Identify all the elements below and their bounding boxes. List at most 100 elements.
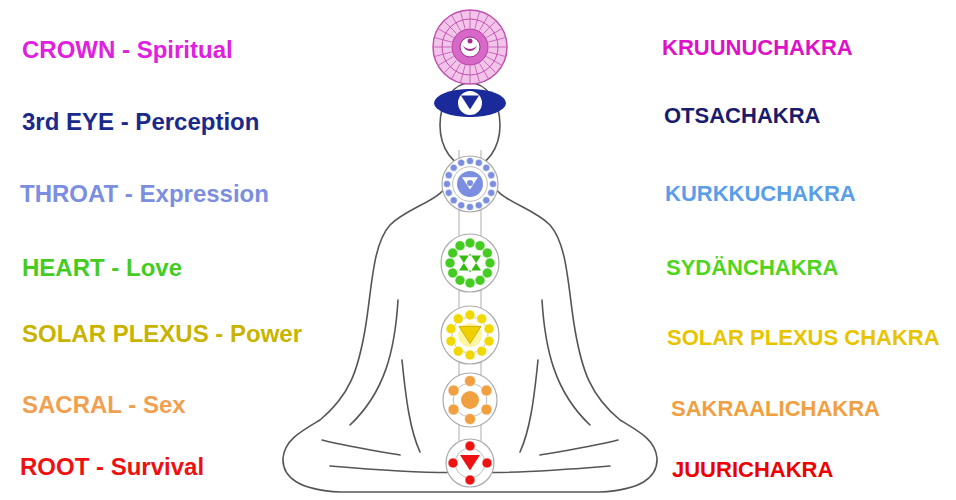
- chakra-frame: [442, 156, 498, 212]
- chakra-label: SACRAL - Sex: [22, 391, 186, 419]
- heart-petal: [465, 238, 475, 248]
- crown-dot: [468, 39, 473, 44]
- chakra-label: CROWN - Spiritual: [22, 36, 233, 64]
- chakra-frame: [441, 306, 499, 364]
- sacral-petal: [465, 414, 476, 425]
- heart-petal: [455, 275, 465, 285]
- throat-petal: [445, 172, 452, 179]
- crown-chakra-symbol: [433, 10, 507, 84]
- crown-spoke: [486, 29, 501, 38]
- chakra-label: 3rd EYE - Perception: [22, 108, 259, 136]
- solar-triangle: [459, 326, 481, 343]
- chakra-inner-frame: [452, 245, 488, 281]
- chakra-label: THROAT - Expression: [20, 180, 269, 208]
- throat-petal: [483, 197, 490, 204]
- throat-petal: [458, 202, 465, 209]
- throat-petal: [466, 203, 473, 210]
- chakra-inner-frame: [453, 167, 488, 202]
- heart-chakra-symbol: [441, 234, 499, 292]
- right-hand: [540, 440, 618, 455]
- chakra-label: SYDÄNCHAKRA: [666, 255, 838, 280]
- root-petal: [465, 441, 475, 451]
- solar-petal: [484, 336, 494, 346]
- solar-petal: [446, 336, 456, 346]
- left-waist: [402, 360, 420, 452]
- heart-petal: [482, 248, 492, 258]
- chakra-inner-frame: [455, 448, 485, 478]
- sacral-petal: [481, 385, 492, 396]
- body-outline: [283, 176, 657, 492]
- throat-petal: [488, 172, 495, 179]
- throat-petal: [443, 180, 450, 187]
- solar-petal: [453, 346, 463, 356]
- throat-petal: [450, 164, 457, 171]
- crown-crescent: [463, 44, 477, 51]
- root-petal: [465, 475, 475, 485]
- sacral-petal: [465, 376, 476, 387]
- root-petal: [482, 458, 492, 468]
- third-eye-triangle: [461, 96, 479, 110]
- sacral-chakra-symbol: [443, 373, 497, 427]
- left-inner-arm: [350, 300, 398, 425]
- crown-core: [460, 37, 480, 57]
- heart-petal: [448, 268, 458, 278]
- chakra-label: JUURICHAKRA: [672, 457, 833, 482]
- root-triangle: [460, 455, 480, 471]
- sacral-petal: [481, 404, 492, 415]
- solar-petal: [477, 346, 487, 356]
- solar-center: [458, 323, 482, 347]
- chakra-label: KRUUNUCHAKRA: [662, 35, 853, 60]
- chakra-label: KURKKUCHAKRA: [665, 181, 856, 206]
- sacral-petal: [448, 404, 459, 415]
- solar-petal: [446, 324, 456, 334]
- left-hand: [322, 440, 400, 455]
- throat-petal: [489, 180, 496, 187]
- chakra-label: SOLAR PLEXUS CHAKRA: [667, 325, 940, 350]
- solar-plexus-chakra-symbol: [441, 306, 499, 364]
- chakra-label: SAKRAALICHAKRA: [671, 396, 880, 421]
- heart-petal: [448, 248, 458, 258]
- heart-petal: [475, 275, 485, 285]
- solar-petal: [477, 314, 487, 324]
- crown-spoke: [486, 57, 501, 66]
- heart-petal: [485, 258, 495, 268]
- chakra-label: ROOT - Survival: [20, 453, 204, 481]
- throat-dot: [467, 180, 473, 186]
- heart-petal: [455, 241, 465, 251]
- crown-ring: [442, 19, 498, 75]
- right-inner-arm: [542, 300, 590, 425]
- solar-petal: [484, 324, 494, 334]
- heart-petal: [465, 278, 475, 288]
- right-waist: [520, 360, 538, 452]
- throat-petal: [466, 157, 473, 164]
- third-eye-chakra-symbol: [434, 89, 506, 117]
- throat-petal: [475, 159, 482, 166]
- chakra-label: SOLAR PLEXUS - Power: [22, 320, 302, 348]
- throat-petal: [475, 202, 482, 209]
- sacral-center: [461, 391, 479, 409]
- crown-spoke: [439, 29, 454, 38]
- throat-petal: [450, 197, 457, 204]
- solar-petal: [453, 314, 463, 324]
- crown-center: [452, 29, 488, 65]
- third-eye-wings: [434, 89, 506, 117]
- throat-chakra-symbol: [442, 156, 498, 212]
- heart-petal: [482, 268, 492, 278]
- solar-petal: [465, 310, 475, 320]
- crown-disc: [433, 10, 507, 84]
- root-petal: [448, 458, 458, 468]
- throat-petal: [488, 189, 495, 196]
- chakra-frame: [443, 373, 497, 427]
- chakra-label: HEART - Love: [22, 254, 182, 282]
- throat-center: [457, 171, 483, 197]
- throat-triangle: [462, 177, 478, 189]
- chakra-frame: [441, 234, 499, 292]
- solar-petal: [465, 350, 475, 360]
- third-eye-center: [457, 90, 483, 116]
- root-chakra-symbol: [446, 439, 494, 487]
- chakra-label: OTSACHAKRA: [664, 103, 820, 128]
- figure-outline: [283, 83, 657, 492]
